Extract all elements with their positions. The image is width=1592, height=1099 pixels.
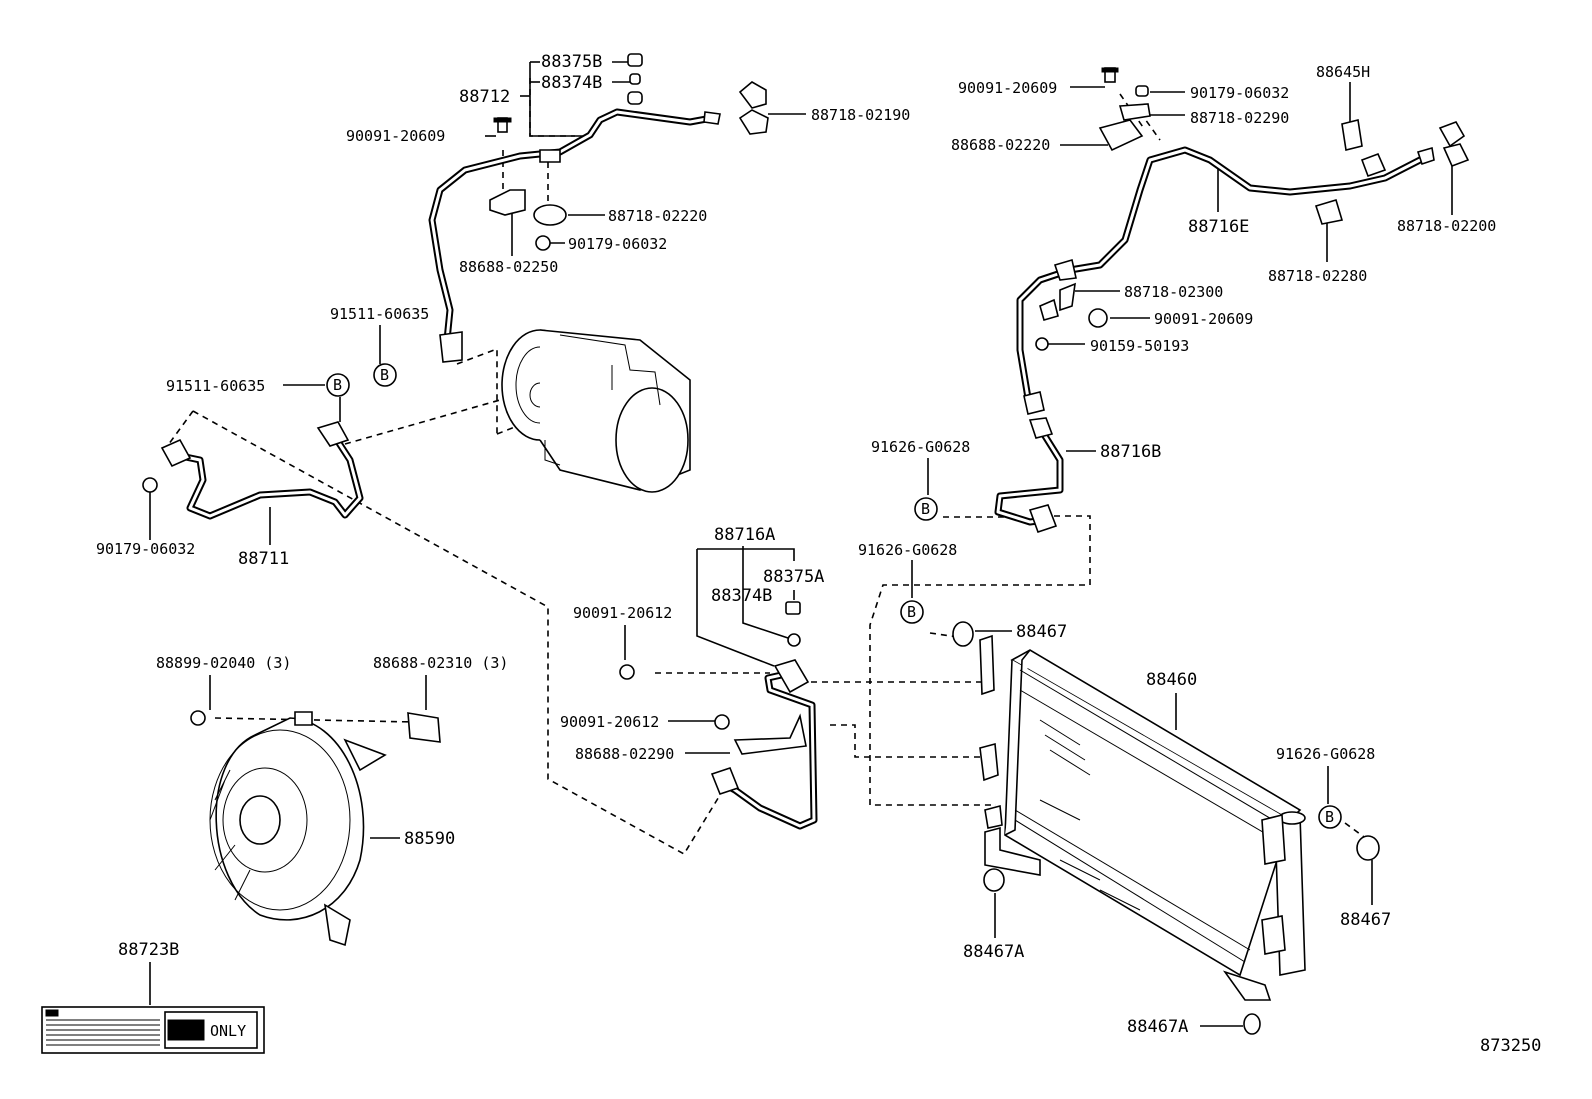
callout-88374B-mid: 88374B <box>711 586 772 606</box>
b-marker-4: B <box>907 603 916 621</box>
callout-90179-06032-left: 90179-06032 <box>96 540 195 558</box>
dashed-leader-lines <box>162 78 1376 856</box>
callout-90091-20609-right: 90091-20609 <box>958 79 1057 97</box>
callout-88460: 88460 <box>1146 670 1197 690</box>
part-number-callouts: 88375B 88374B 88712 90091-20609 88718-02… <box>96 52 1496 1037</box>
b-marker-3: B <box>921 500 930 518</box>
callout-88467A-a: 88467A <box>963 942 1024 962</box>
b-marker-2: B <box>333 376 342 394</box>
callout-90159-50193: 90159-50193 <box>1090 337 1189 355</box>
callout-90179-06032-right: 90179-06032 <box>1190 84 1289 102</box>
callout-88716E: 88716E <box>1188 217 1249 237</box>
callout-88590: 88590 <box>404 829 455 849</box>
callout-88718-02220: 88718-02220 <box>608 207 707 225</box>
callout-88467A-b: 88467A <box>1127 1017 1188 1037</box>
callout-88467-a: 88467 <box>1016 622 1067 642</box>
callout-88688-02220: 88688-02220 <box>951 136 1050 154</box>
callout-88375A: 88375A <box>763 567 824 587</box>
callout-91626-G0628-b: 91626-G0628 <box>858 541 957 559</box>
callout-88688-02290: 88688-02290 <box>575 745 674 763</box>
pipe-88716E <box>1016 146 1424 414</box>
callout-90091-20612-b: 90091-20612 <box>560 713 659 731</box>
pipe-88712 <box>428 108 716 344</box>
callout-88716B: 88716B <box>1100 442 1161 462</box>
callout-91511-60635-a: 91511-60635 <box>330 305 429 323</box>
callout-88718-02300: 88718-02300 <box>1124 283 1223 301</box>
callout-88723B: 88723B <box>118 940 179 960</box>
callout-88716A: 88716A <box>714 525 775 545</box>
callout-88374B: 88374B <box>541 73 602 93</box>
b-marker-5: B <box>1325 808 1334 826</box>
callout-88467-b: 88467 <box>1340 910 1391 930</box>
callout-91626-G0628-a: 91626-G0628 <box>871 438 970 456</box>
pipe-88716A <box>716 668 818 830</box>
callout-90091-20609: 90091-20609 <box>346 127 445 145</box>
callout-90179-06032: 90179-06032 <box>568 235 667 253</box>
callout-88688-02250: 88688-02250 <box>459 258 558 276</box>
callout-88718-02190: 88718-02190 <box>811 106 910 124</box>
b-markers: B B B B B <box>333 366 1334 826</box>
compressor-sketch <box>501 329 691 493</box>
pipe-88716B <box>994 424 1064 526</box>
callout-88718-02280: 88718-02280 <box>1268 267 1367 285</box>
callout-88688-02310: 88688-02310 (3) <box>373 654 508 672</box>
diagram-id: 873250 <box>1480 1036 1541 1056</box>
callout-88645H: 88645H <box>1316 63 1370 81</box>
callout-90091-20609-mid: 90091-20609 <box>1154 310 1253 328</box>
solid-leader-lines <box>149 61 1453 1027</box>
callout-91626-G0628-c: 91626-G0628 <box>1276 745 1375 763</box>
b-marker-1: B <box>380 366 389 384</box>
callout-88712: 88712 <box>459 87 510 107</box>
callout-88711: 88711 <box>238 549 289 569</box>
pipe-88711 <box>172 436 364 520</box>
callout-88718-02200: 88718-02200 <box>1397 217 1496 235</box>
small-parts <box>142 53 1470 1035</box>
condenser-88460 <box>979 634 1306 1001</box>
fan-88590 <box>190 710 441 947</box>
callout-88718-02290: 88718-02290 <box>1190 109 1289 127</box>
callout-90091-20612-a: 90091-20612 <box>573 604 672 622</box>
callout-88899-02040: 88899-02040 (3) <box>156 654 291 672</box>
label-plate-88723B: ONLY <box>41 1006 265 1054</box>
callout-91511-60635-b: 91511-60635 <box>166 377 265 395</box>
callout-88375B: 88375B <box>541 52 602 72</box>
label-plate-text: ONLY <box>210 1022 246 1040</box>
